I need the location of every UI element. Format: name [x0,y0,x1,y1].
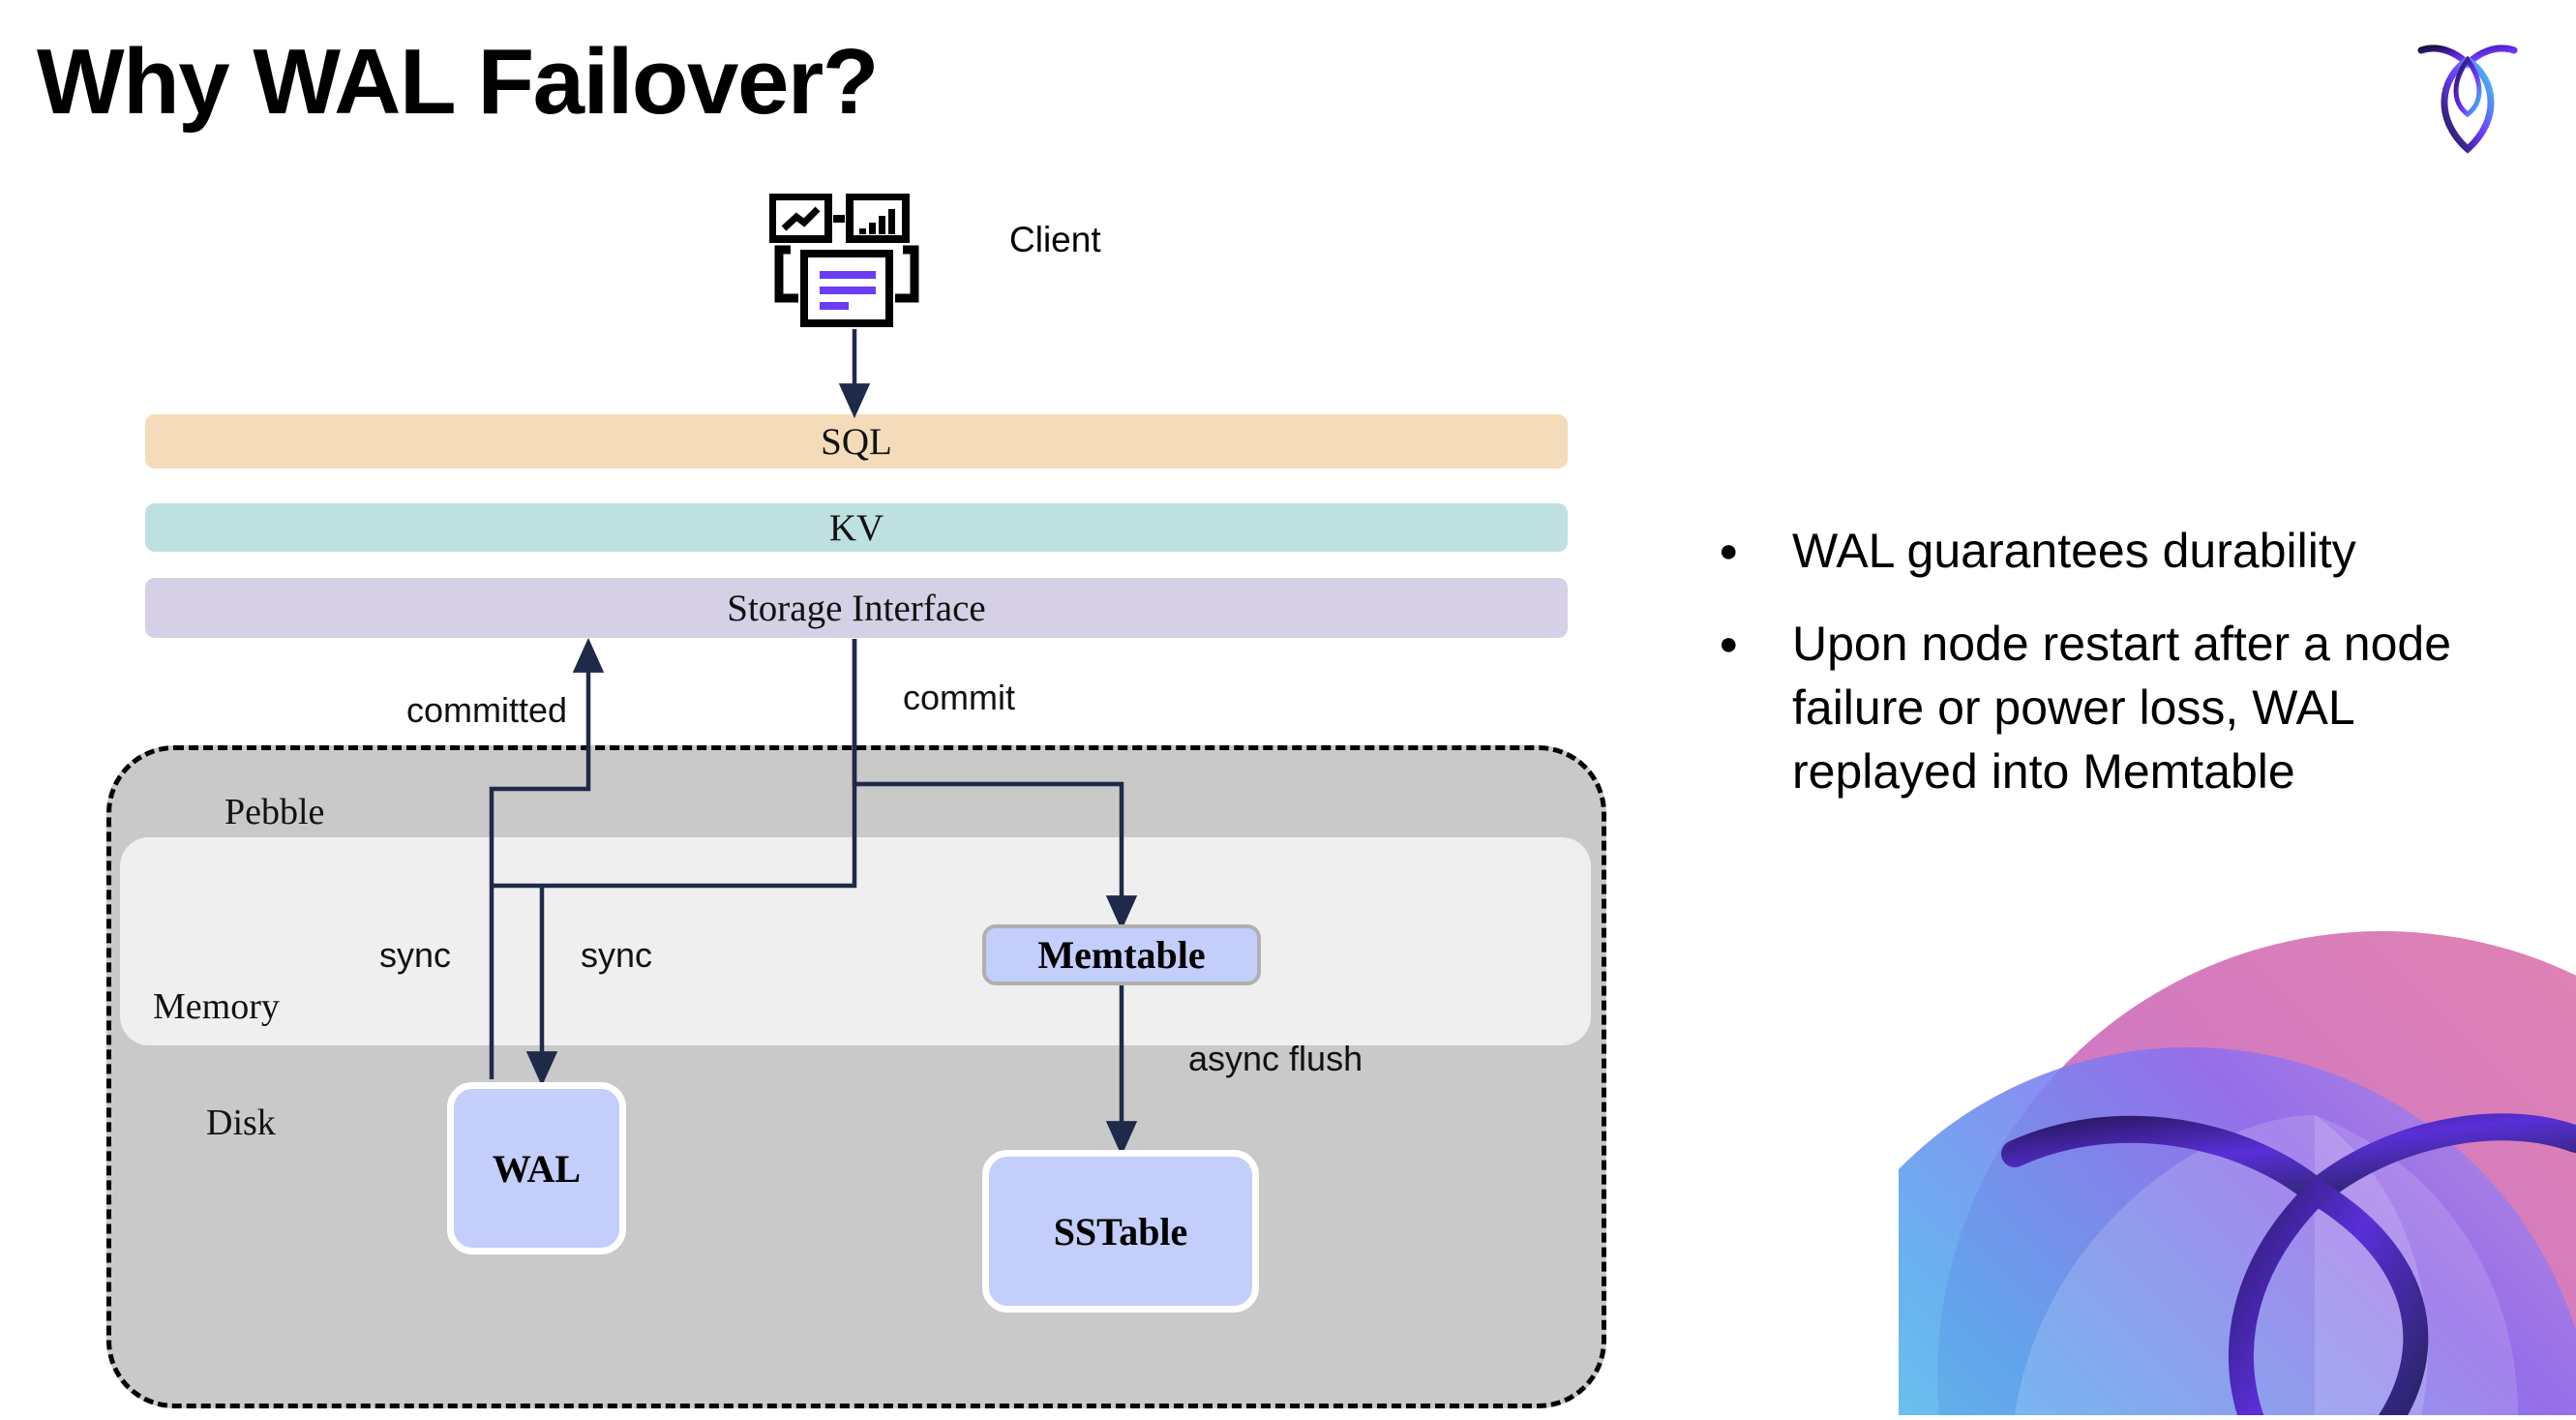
component-box-sstable-label: SSTable [1053,1209,1188,1254]
layer-bar-storage-interface: Storage Interface [145,578,1568,638]
memory-label: Memory [153,986,280,1027]
pebble-label: Pebble [225,792,325,832]
bullet-marker-icon: ● [1719,532,1739,569]
component-box-wal: WAL [447,1082,626,1254]
component-box-wal-label: WAL [492,1146,582,1191]
cockroach-logo-icon [2410,31,2526,157]
list-item: ● WAL guarantees durability [1705,519,2547,583]
component-box-memtable: Memtable [982,924,1261,985]
client-monitoring-icon [768,193,924,334]
component-box-memtable-label: Memtable [1037,933,1206,977]
bullet-list: ● WAL guarantees durability ● Upon node … [1705,519,2547,832]
disk-label: Disk [206,1103,276,1143]
edge-label-commit: commit [903,678,1015,717]
layer-bar-sql: SQL [145,414,1568,468]
bullet-text: WAL guarantees durability [1792,524,2356,578]
layer-bar-storage-interface-label: Storage Interface [727,587,986,629]
layer-bar-sql-label: SQL [821,420,892,463]
memory-region [120,837,1591,1045]
cockroach-logo-decor-icon [1899,873,2576,1415]
bullet-marker-icon: ● [1719,625,1739,662]
edge-label-committed: committed [406,690,568,730]
bullet-text: Upon node restart after a node failure o… [1792,617,2452,799]
architecture-diagram: Client SQL KV Storage Interface Pebble M… [106,193,1606,1408]
layer-bar-kv-label: KV [828,506,884,549]
list-item: ● Upon node restart after a node failure… [1705,612,2547,803]
client-label: Client [1009,220,1101,259]
component-box-sstable: SSTable [982,1150,1259,1313]
page-title: Why WAL Failover? [37,30,879,134]
edge-label-sync-1: sync [379,935,452,975]
edge-label-async-flush: async flush [1188,1039,1363,1078]
edge-label-sync-2: sync [581,935,653,975]
layer-bar-kv: KV [145,503,1568,552]
